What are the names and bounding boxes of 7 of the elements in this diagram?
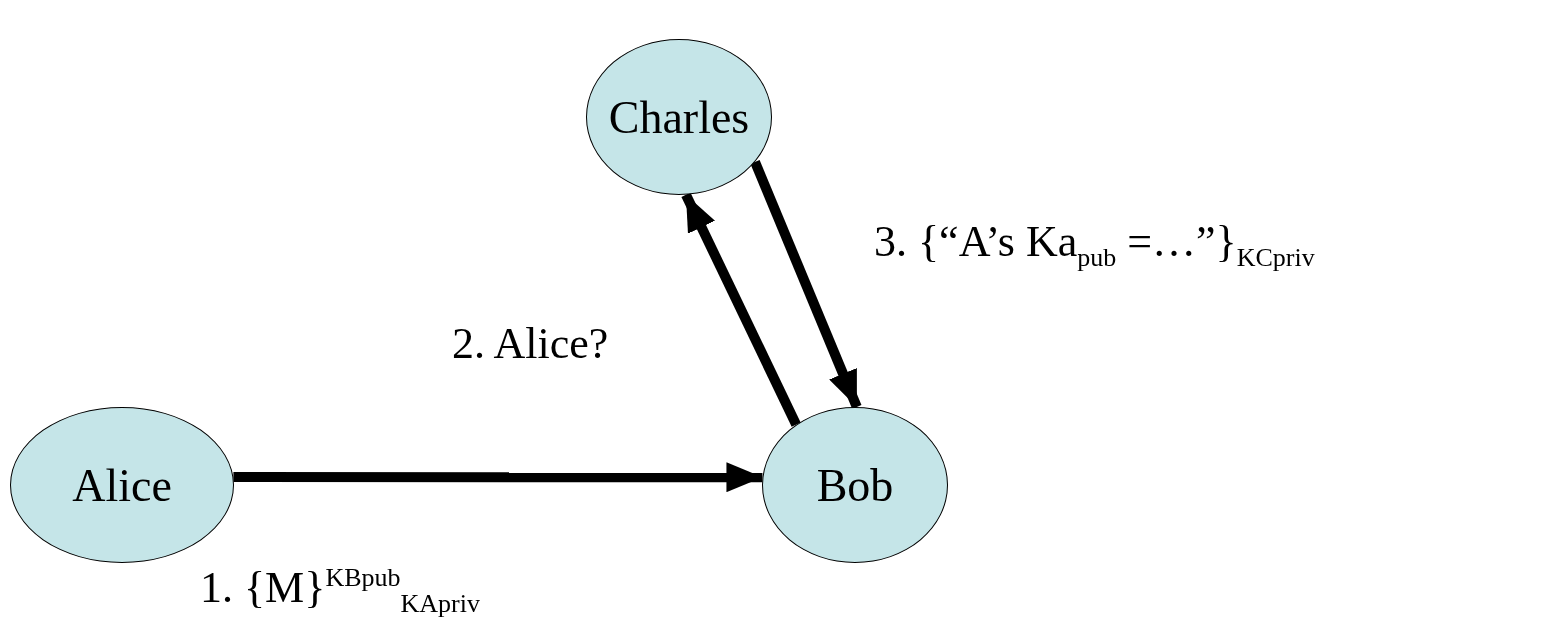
arrow (750, 160, 862, 409)
arrow (233, 462, 763, 493)
node-label: Alice (72, 458, 172, 512)
edge-label: 2. Alice? (452, 318, 609, 370)
node-label: Bob (816, 458, 894, 512)
edge-label: 3. {“A’s Ka$_{pub}$ =…”}$_{KCpriv}$ (874, 216, 1315, 273)
node-label: Charles (608, 90, 750, 144)
